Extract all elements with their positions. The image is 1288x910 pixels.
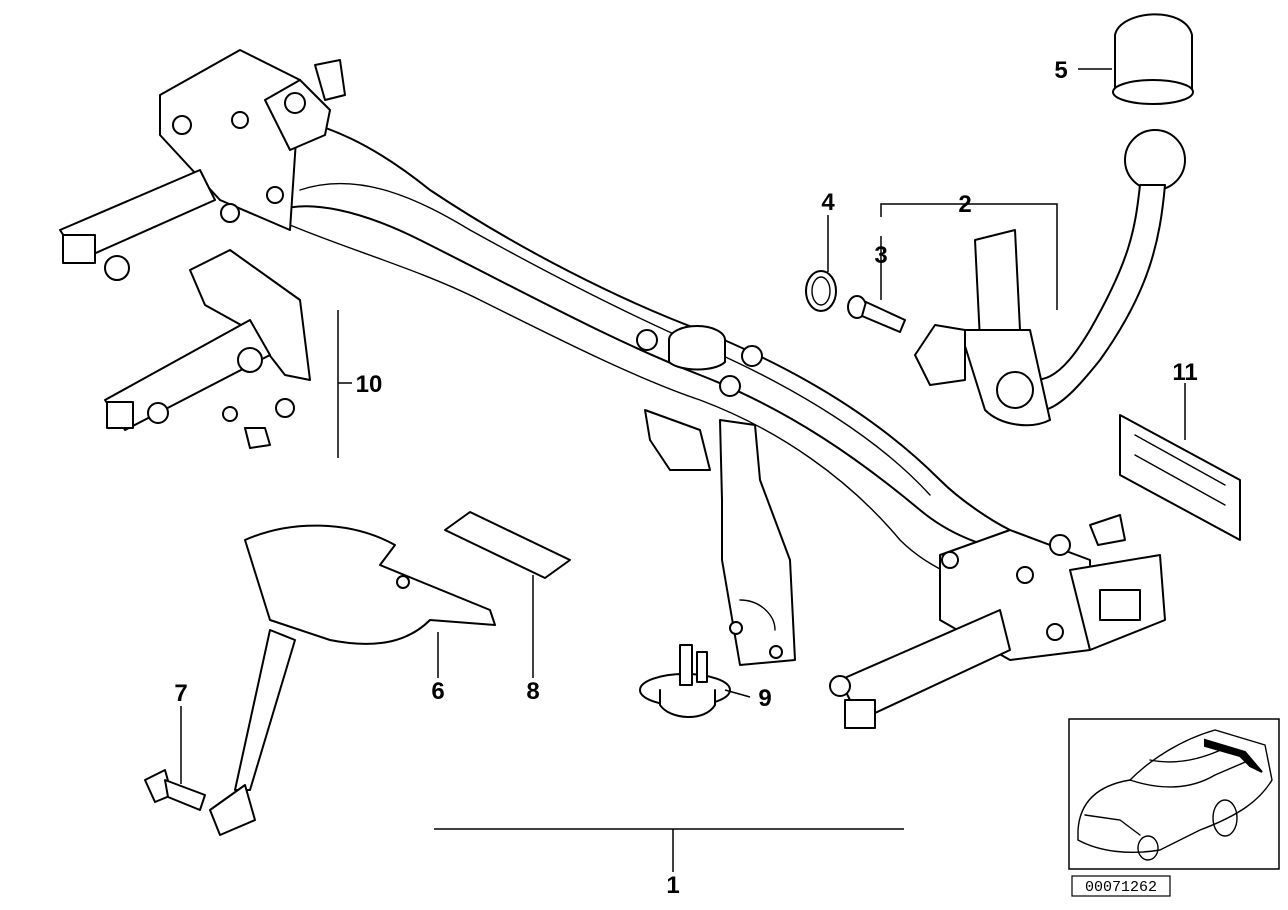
callout-11: 11 (1172, 359, 1197, 386)
part-3-lock-key (847, 295, 906, 333)
callout-9: 9 (758, 685, 771, 712)
left-mounting-bracket (59, 49, 346, 281)
part-2-ball-hitch (914, 129, 1186, 427)
tow-hitch-cross-member (249, 109, 1021, 591)
diagram-number-box: 00071262 (1071, 875, 1171, 897)
center-receptacle (636, 325, 763, 471)
part-8-pad (444, 511, 571, 579)
part-6-socket-holder (209, 524, 496, 836)
right-mounting-bracket (829, 514, 1166, 729)
diagram-number: 00071262 (1085, 879, 1157, 896)
center-bracket-plate (719, 419, 796, 666)
callout-3: 3 (874, 242, 887, 269)
callout-10: 10 (356, 371, 383, 398)
leader-lines (180, 68, 1186, 872)
part-7-bolt (144, 769, 206, 811)
callout-1: 1 (666, 872, 679, 899)
part-9-plug (639, 644, 731, 718)
callout-7: 7 (174, 680, 187, 707)
callout-2: 2 (958, 191, 971, 218)
car-locator-thumbnail (1068, 718, 1280, 870)
callout-6: 6 (431, 678, 444, 705)
callout-4: 4 (821, 189, 835, 216)
part-11-label-plate (1119, 414, 1241, 541)
part-4-ring (805, 270, 837, 312)
callout-numbers: 1 2 3 4 5 6 7 8 9 10 11 (174, 57, 1197, 899)
callout-5: 5 (1054, 57, 1067, 84)
callout-8: 8 (526, 678, 539, 705)
part-10-bracket-assembly (104, 249, 311, 449)
part-5-ball-cap (1112, 13, 1194, 105)
